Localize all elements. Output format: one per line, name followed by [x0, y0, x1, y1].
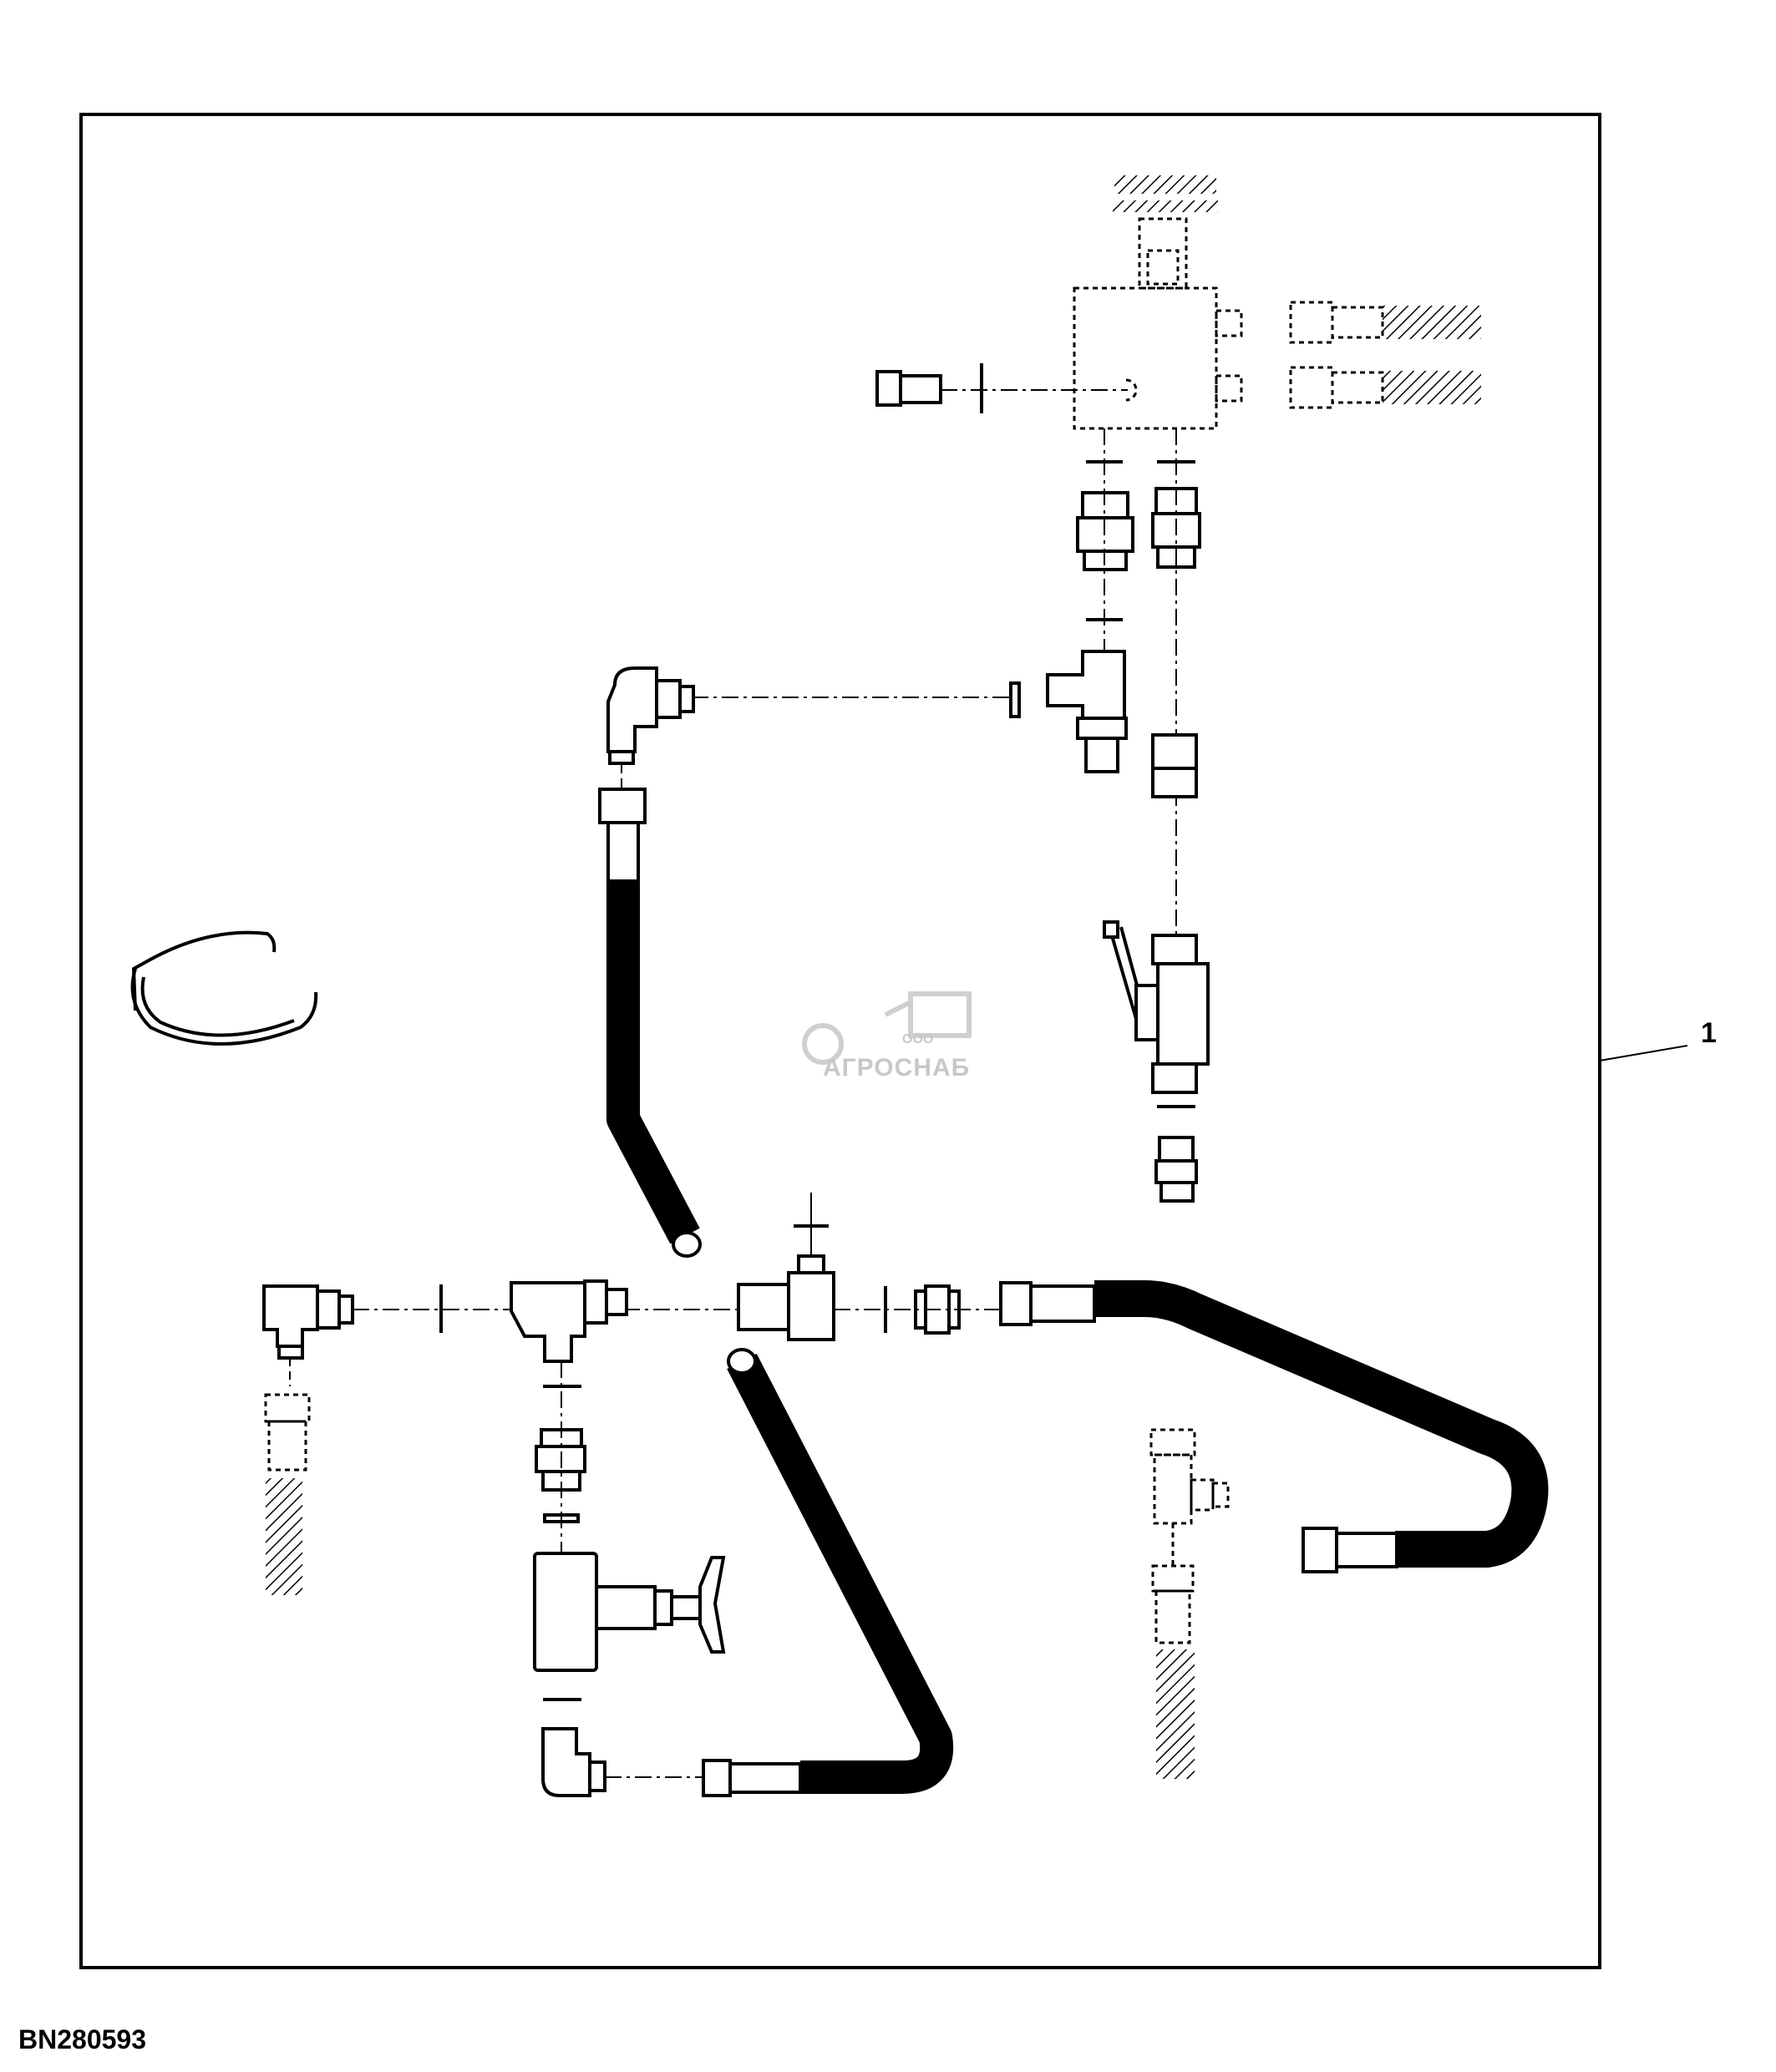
tee-fitting-lower — [510, 1279, 628, 1523]
tee-fitting-upper — [1009, 650, 1128, 773]
dashed-adapter-lower-left — [264, 1393, 311, 1472]
hose-upper — [598, 788, 702, 1258]
elbow-fitting-lower — [541, 1727, 606, 1797]
watermark-logo — [802, 991, 972, 1065]
diagram-frame — [79, 113, 1601, 1969]
plug-fitting-top — [875, 363, 983, 413]
callout-label: 1 — [1701, 1017, 1717, 1049]
elbow-fitting-upper — [606, 666, 695, 765]
valve-handle-stem — [1113, 200, 1218, 212]
watermark-brand: АГРОСНАБ — [823, 1054, 971, 1082]
hatched-hose-lower-right — [1156, 1649, 1195, 1779]
hatched-hose-top-2 — [1383, 371, 1481, 404]
hose-lower-right — [999, 1280, 1549, 1573]
valve-block-top — [1073, 217, 1384, 430]
watermark-prefix: ООО — [902, 1032, 934, 1046]
dashed-tee-lower-right — [1149, 1428, 1230, 1644]
figure-id: BN280593 — [18, 2024, 146, 2054]
hatched-hose-top-1 — [1383, 306, 1481, 339]
lever-valve — [1103, 920, 1210, 1203]
hatched-hose-lower-left — [266, 1478, 302, 1595]
adapter-center — [737, 1224, 961, 1341]
valve-handle-top — [1114, 175, 1216, 194]
callout-leader — [1599, 1045, 1688, 1061]
adapter-right-mid — [1151, 733, 1198, 798]
elbow-fitting-lower-left — [262, 1284, 443, 1360]
needle-valve-lower — [533, 1552, 726, 1701]
hose-lower-left — [702, 1348, 954, 1797]
hose-clamp — [130, 930, 318, 1046]
